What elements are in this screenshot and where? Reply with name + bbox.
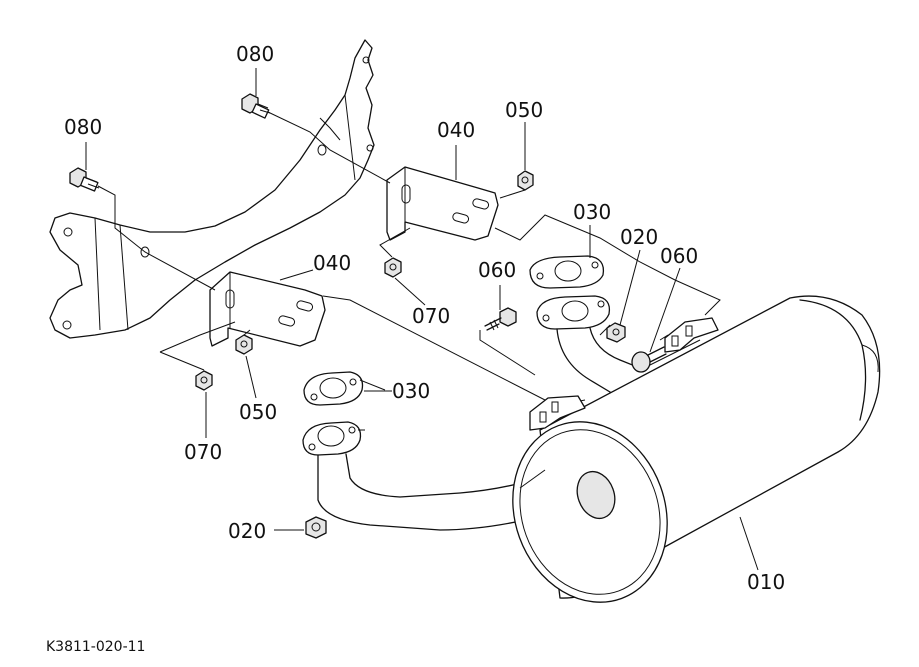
bolt-080-left [69,167,100,192]
label-060-left: 060 [478,258,516,282]
label-070-lower: 070 [184,440,222,464]
label-080-top: 080 [236,42,274,66]
exhaust-pipe-right [556,327,641,396]
label-050-upper: 050 [505,98,543,122]
label-080-left: 080 [64,115,102,139]
label-020-lower: 020 [228,519,266,543]
muffler-tab-left [529,395,586,431]
muffler-010 [512,295,881,603]
figure-code: K3811-020-11 [46,639,145,655]
nut-050-left [235,334,253,355]
bolt-060-left [484,307,517,331]
label-040-lower: 040 [313,251,351,275]
label-060-right: 060 [660,244,698,268]
nut-070-left [195,370,213,391]
bolt-060-right [631,346,667,373]
label-070-upper: 070 [412,304,450,328]
nut-020-left [305,516,327,539]
label-010: 010 [747,570,785,594]
nut-070-right [384,257,402,278]
label-030-lower: 030 [392,379,430,403]
gasket-030-left [303,371,364,406]
nut-020-right [606,322,626,343]
leader-lines [85,68,759,571]
gasket-030-right [529,255,605,289]
flange-right [536,295,611,330]
bolt-080-top [241,93,271,119]
flange-left [302,421,362,456]
bracket-040-upper [386,166,499,241]
bracket-040-lower [209,271,326,347]
label-050-lower: 050 [239,400,277,424]
nut-050-right [517,170,534,191]
label-020-upper: 020 [620,225,658,249]
assembly-lines [97,111,721,431]
muffler-tab-right [664,317,719,353]
label-040-upper: 040 [437,118,475,142]
exhaust-pipe-left [317,453,526,531]
label-030-upper: 030 [573,200,611,224]
frame-plate [49,39,375,339]
